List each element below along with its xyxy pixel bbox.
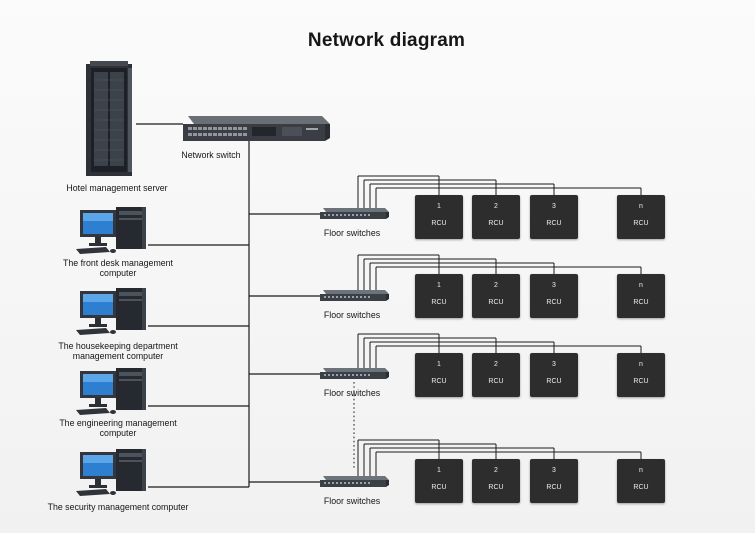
rcu-number: 2 [494,282,498,289]
rcu-label: RCU [546,484,562,491]
rcu-bus-lines [357,175,642,478]
rcu-number: 3 [552,467,556,474]
computer-label-line: The engineering management [59,418,177,428]
rcu-number: 3 [552,282,556,289]
rcu-label: RCU [488,484,504,491]
rcu-number: 2 [494,467,498,474]
computer-label-line: computer [99,428,137,438]
rcu-number: n [639,203,643,210]
rcu-label: RCU [431,378,447,385]
computer-label-line: The security management computer [47,502,189,512]
rcu-number: n [639,282,643,289]
server-rack-icon [84,60,136,178]
computer-label-line: management computer [72,351,164,361]
floor-switch-icon [319,367,391,381]
rcu-number: 1 [437,467,441,474]
floor-switch-label: Floor switches [323,388,381,398]
rcu-label: RCU [488,299,504,306]
rcu-number: n [639,467,643,474]
rcu-number: 3 [552,203,556,210]
rcu-label: RCU [431,299,447,306]
rcu-label: RCU [488,220,504,227]
server-label: Hotel management server [66,183,168,193]
network-switch-label: Network switch [181,150,241,160]
rcu-label: RCU [633,299,649,306]
floor-switch-label: Floor switches [323,228,381,238]
network-switch-icon [182,112,332,144]
floor-switch-label: Floor switches [323,496,381,506]
rcu-label: RCU [431,484,447,491]
computer-label-line: The housekeeping department [58,341,178,351]
rcu-label: RCU [546,220,562,227]
floor-switch-icon [319,289,391,303]
rcu-number: n [639,361,643,368]
rcu-label: RCU [431,220,447,227]
computer-label-line: The front desk management [62,258,174,268]
desktop-computer-icon [76,447,154,497]
desktop-computer-icon [76,366,154,416]
rcu-number: 1 [437,361,441,368]
rcu-number: 2 [494,361,498,368]
rcu-number: 1 [437,282,441,289]
desktop-computer-icon [76,286,154,336]
rcu-label: RCU [633,378,649,385]
computer-label: The security management computer [34,502,202,512]
rcu-label: RCU [546,378,562,385]
floor-switch-icon [319,207,391,221]
rcu-label: RCU [633,220,649,227]
floor-switch-icon [319,475,391,489]
rcu-label: RCU [488,378,504,385]
rcu-number: 1 [437,203,441,210]
floor-switch-label: Floor switches [323,310,381,320]
desktop-computer-icon [76,205,154,255]
page-title: Network diagram [307,30,466,51]
rcu-label: RCU [546,299,562,306]
computer-label-line: computer [99,268,137,278]
rcu-number: 2 [494,203,498,210]
rcu-number: 3 [552,361,556,368]
rcu-label: RCU [633,484,649,491]
